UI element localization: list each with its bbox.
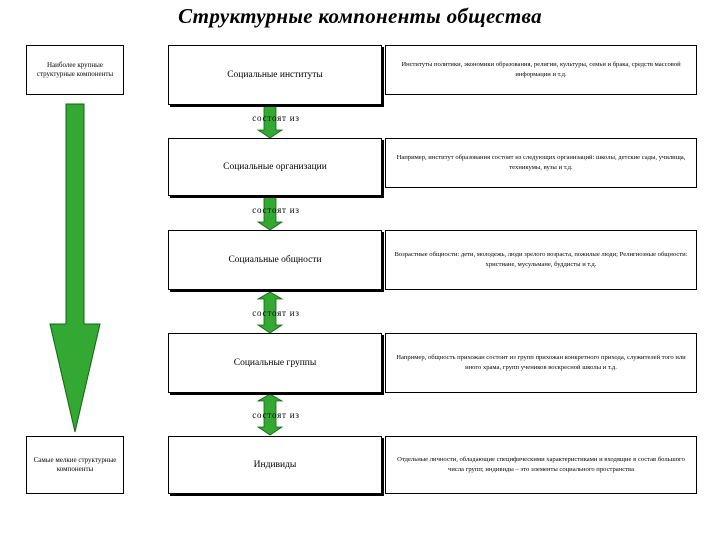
connector-label-2: состоят из xyxy=(252,205,300,215)
level-box-organizations: Социальные организации xyxy=(168,138,382,196)
double-arrow-3 xyxy=(256,291,284,334)
level-desc-individuals: Отдельные личности, обладающие специфиче… xyxy=(385,436,697,494)
top-size-label: Наиболее крупные структурные компоненты xyxy=(26,45,124,95)
double-arrow-4 xyxy=(256,393,284,436)
page-title: Структурные компоненты общества xyxy=(178,4,542,28)
level-box-communities: Социальные общности xyxy=(168,230,382,290)
bottom-size-label: Самые мелкие структурные компоненты xyxy=(26,436,124,494)
level-desc-groups: Например, общность прихожан состоит из г… xyxy=(385,333,697,393)
level-desc-communities: Возрастные общности: дети, молодежь, люд… xyxy=(385,230,697,290)
connector-label-1: состоят из xyxy=(252,113,300,123)
level-box-groups: Социальные группы xyxy=(168,333,382,393)
level-desc-institutions: Институты политики, экономики образовани… xyxy=(385,45,697,95)
big-down-arrow xyxy=(49,103,101,433)
level-desc-organizations: Например, институт образования состоит и… xyxy=(385,138,697,188)
connector-label-4: состоят из xyxy=(252,410,300,420)
level-box-institutions: Социальные институты xyxy=(168,45,382,105)
connector-label-3: состоят из xyxy=(252,308,300,318)
level-box-individuals: Индивиды xyxy=(168,436,382,494)
